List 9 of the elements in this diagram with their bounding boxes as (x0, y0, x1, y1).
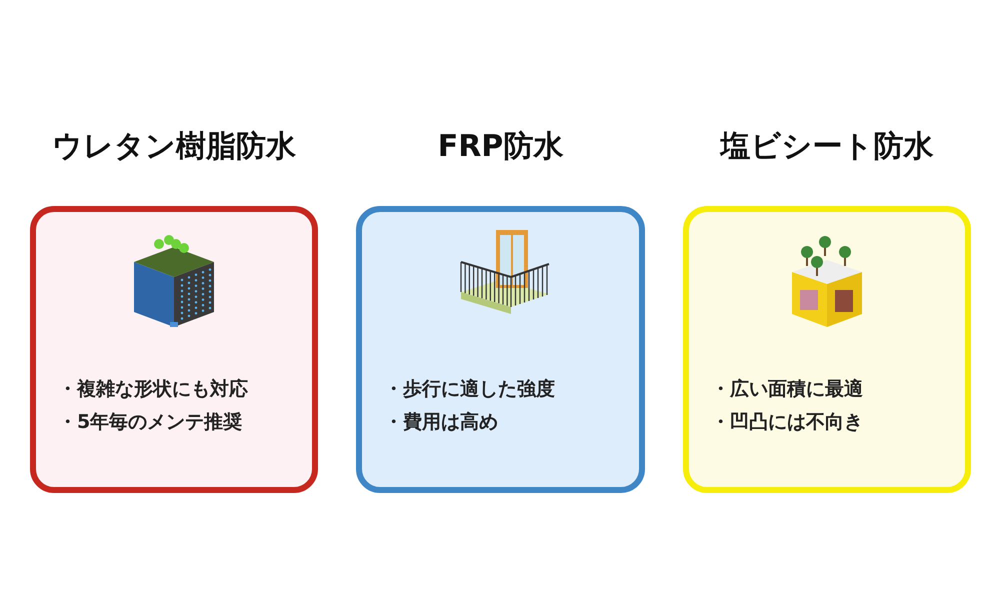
method-heading: FRP防水 (436, 128, 564, 166)
bullet-text: ・凹凸には不向き (711, 410, 863, 435)
bullet-text: ・歩行に適した強度 (384, 377, 555, 402)
bullet-text: ・複雑な形状にも対応 (58, 377, 248, 402)
method-heading: 塩ビシート防水 (718, 128, 934, 166)
bullet-text: ・費用は高め (384, 410, 498, 435)
bullet-text: ・5年毎のメンテ推奨 (58, 410, 242, 435)
bullet-text: ・広い面積に最適 (711, 377, 863, 402)
method-heading: ウレタン樹脂防水 (51, 128, 297, 166)
